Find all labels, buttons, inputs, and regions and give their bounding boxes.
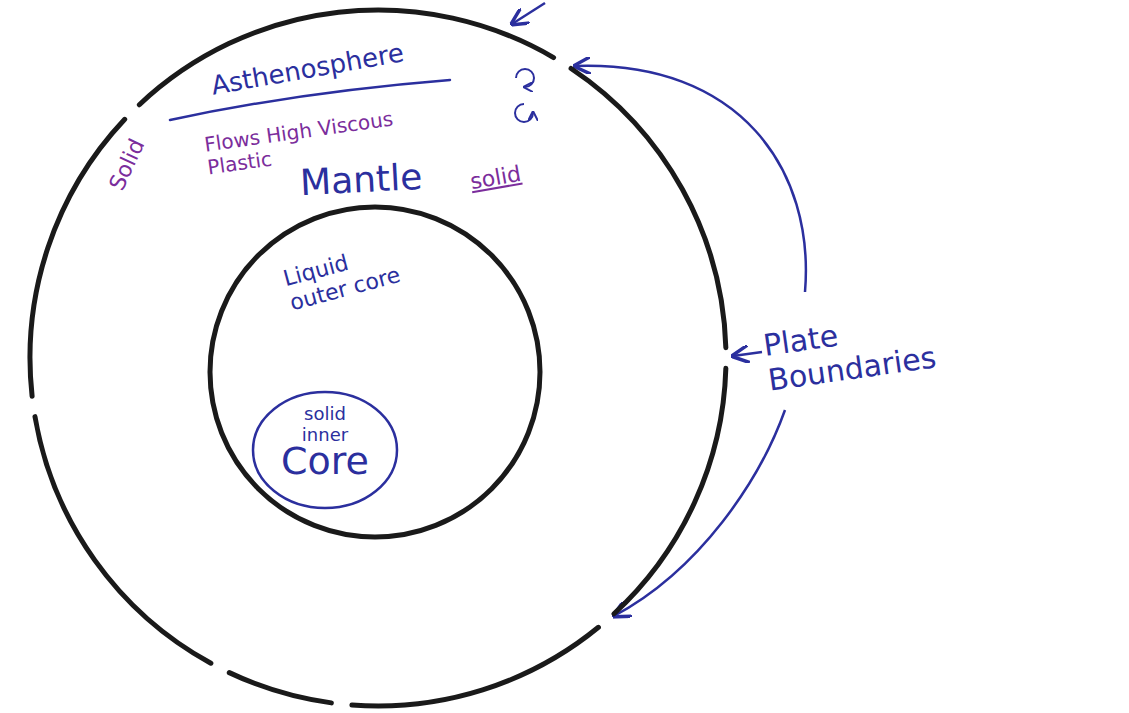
inner-core-ellipse: solid innerCore [251, 390, 399, 510]
core-boundary-circle [210, 207, 540, 537]
convection-swirl [515, 104, 533, 122]
convection-swirl [516, 69, 534, 87]
layer-label: Mantle [299, 159, 423, 201]
core-label: Core [265, 442, 385, 480]
state-note: solid [468, 161, 523, 195]
leader-arrow [512, 3, 545, 24]
leader-arrow [733, 352, 762, 356]
inner-core-outline [253, 392, 397, 508]
core-label: Liquid outer core [281, 235, 415, 316]
core-label: solid inner [290, 404, 360, 445]
crust-arc [30, 10, 726, 706]
callout-label: Plate Boundaries [761, 301, 969, 397]
outer-core-circle-shape [207, 204, 543, 540]
layer-label: Asthenosphere [209, 38, 406, 101]
earth-outline: AsthenosphereFlows High Viscous PlasticS… [26, 6, 730, 710]
state-note: Solid [104, 135, 150, 194]
outer-core-circle: Liquid outer core solid innerCore [207, 204, 543, 540]
